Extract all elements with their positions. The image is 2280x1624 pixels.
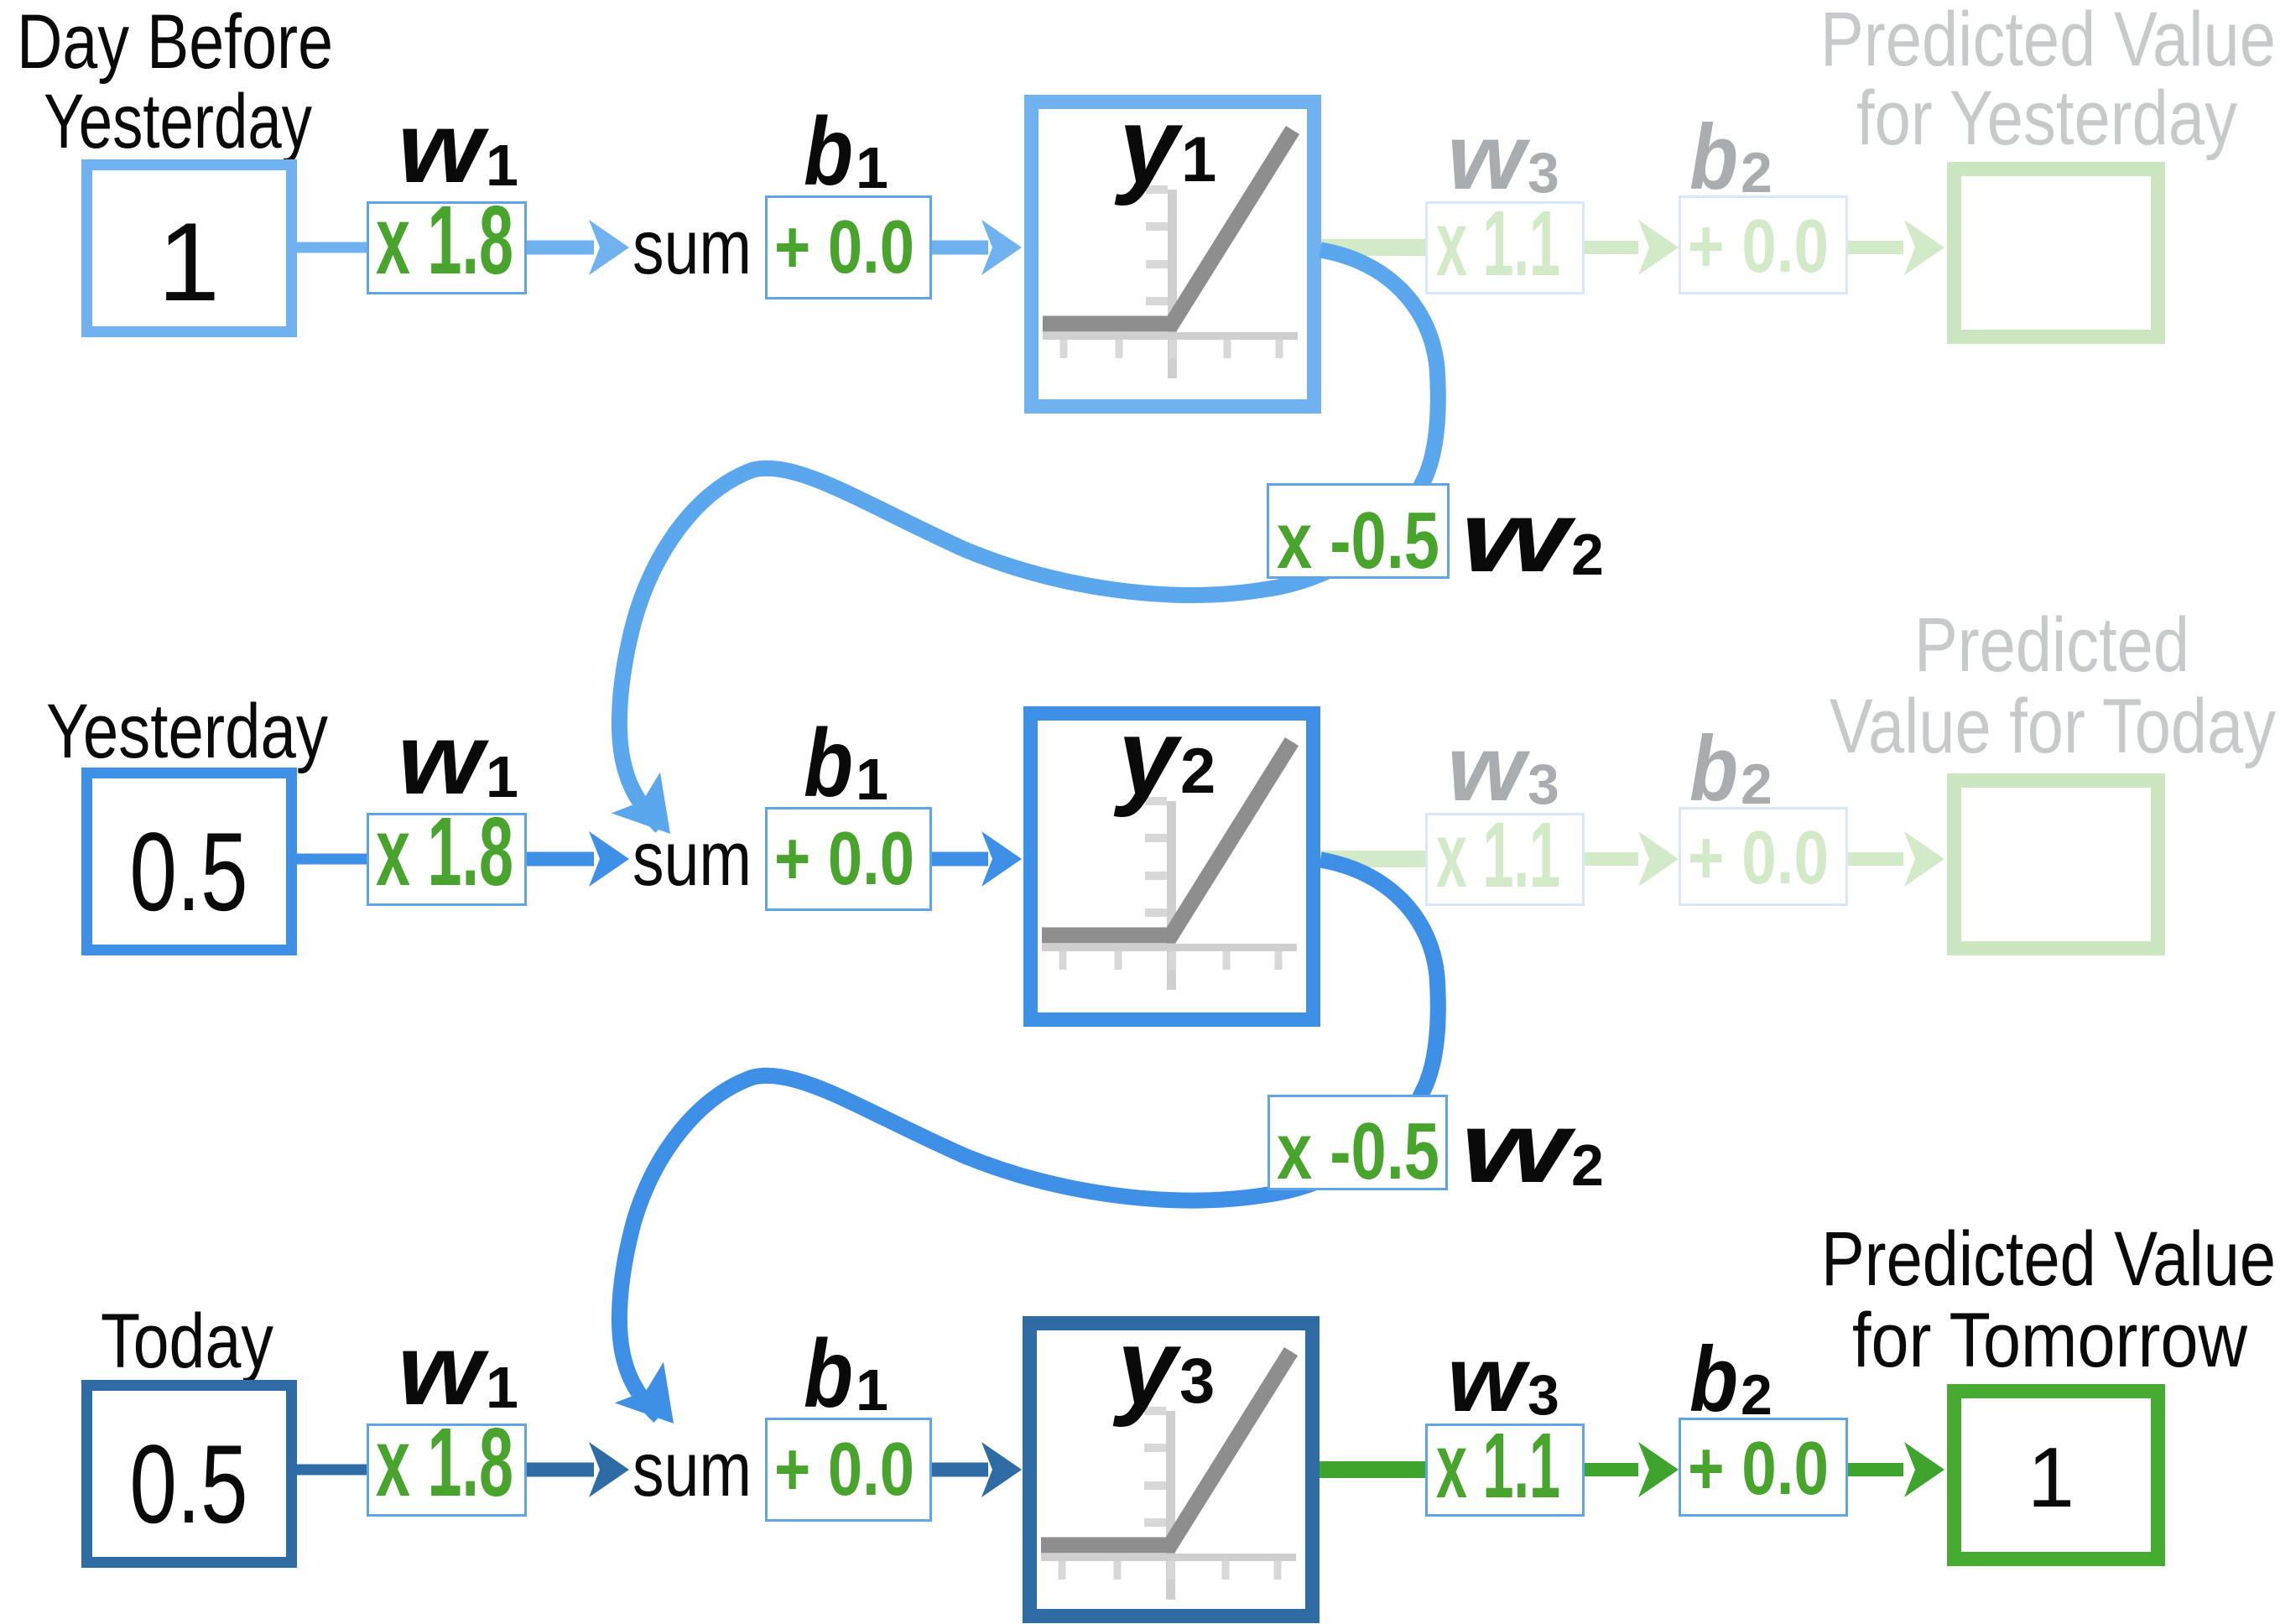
- svg-text:sum: sum: [632, 816, 752, 902]
- svg-text:Yesterday: Yesterday: [46, 689, 328, 774]
- svg-text:sum: sum: [632, 1427, 752, 1512]
- svg-text:x -0.5: x -0.5: [1277, 1106, 1439, 1196]
- svg-text:x 1.8: x 1.8: [376, 185, 513, 294]
- svg-text:1: 1: [158, 200, 220, 325]
- svg-text:b: b: [804, 98, 853, 206]
- svg-text:Yesterday: Yesterday: [44, 79, 312, 164]
- svg-text:+ 0.0: + 0.0: [1688, 1427, 1829, 1511]
- svg-text:w: w: [1460, 481, 1576, 593]
- svg-text:1: 1: [856, 135, 888, 200]
- svg-text:w: w: [1460, 1091, 1576, 1204]
- svg-text:+ 0.0: + 0.0: [774, 1428, 914, 1512]
- svg-text:b: b: [804, 710, 853, 817]
- svg-text:sum: sum: [632, 205, 752, 290]
- svg-text:w: w: [1447, 717, 1531, 820]
- svg-text:b: b: [804, 1320, 853, 1428]
- svg-text:3: 3: [1528, 1363, 1559, 1427]
- svg-text:Predicted: Predicted: [1914, 602, 2189, 688]
- svg-text:+ 0.0: + 0.0: [774, 206, 914, 289]
- svg-text:3: 3: [1528, 752, 1559, 816]
- svg-text:x 1.1: x 1.1: [1436, 1414, 1560, 1517]
- svg-text:2: 2: [1741, 141, 1772, 205]
- svg-text:1: 1: [856, 1357, 888, 1423]
- svg-text:Predicted Value: Predicted Value: [1821, 1216, 2276, 1302]
- svg-text:1: 1: [486, 1355, 518, 1420]
- svg-text:1: 1: [486, 744, 518, 809]
- svg-text:Predicted Value: Predicted Value: [1820, 0, 2276, 82]
- svg-text:3: 3: [1179, 1346, 1215, 1417]
- svg-text:x 1.1: x 1.1: [1436, 804, 1560, 907]
- svg-text:y: y: [1113, 695, 1182, 818]
- svg-text:Today: Today: [101, 1299, 273, 1384]
- svg-text:w: w: [398, 703, 489, 815]
- svg-text:w: w: [1447, 1328, 1531, 1431]
- svg-text:b: b: [1689, 106, 1738, 209]
- svg-text:b: b: [1689, 717, 1738, 820]
- svg-text:2: 2: [1741, 1363, 1772, 1427]
- svg-text:w: w: [398, 91, 489, 204]
- svg-text:+ 0.0: + 0.0: [1688, 205, 1829, 289]
- svg-text:w: w: [398, 1314, 489, 1426]
- svg-text:x -0.5: x -0.5: [1277, 496, 1439, 586]
- svg-text:x 1.8: x 1.8: [376, 797, 513, 906]
- svg-text:1: 1: [2028, 1431, 2074, 1525]
- svg-text:y: y: [1114, 84, 1183, 206]
- svg-text:x 1.8: x 1.8: [376, 1408, 513, 1517]
- svg-text:x 1.1: x 1.1: [1436, 192, 1560, 295]
- svg-text:w: w: [1447, 106, 1531, 209]
- svg-text:y: y: [1112, 1305, 1181, 1428]
- svg-text:for Yesterday: for Yesterday: [1856, 75, 2237, 161]
- svg-text:2: 2: [1571, 1132, 1604, 1198]
- svg-text:0.5: 0.5: [130, 1423, 248, 1547]
- svg-text:2: 2: [1741, 752, 1772, 816]
- svg-text:for Tomorrow: for Tomorrow: [1852, 1298, 2247, 1383]
- svg-text:1: 1: [856, 747, 888, 812]
- svg-text:Day Before: Day Before: [17, 0, 333, 85]
- svg-text:+ 0.0: + 0.0: [774, 817, 914, 901]
- svg-text:0.5: 0.5: [130, 810, 248, 934]
- svg-text:1: 1: [1181, 124, 1216, 195]
- svg-text:2: 2: [1180, 736, 1215, 807]
- svg-text:1: 1: [486, 133, 518, 198]
- svg-text:b: b: [1689, 1328, 1738, 1431]
- svg-text:Value for Today: Value for Today: [1830, 684, 2276, 769]
- svg-text:3: 3: [1528, 141, 1559, 205]
- svg-text:+ 0.0: + 0.0: [1688, 816, 1829, 900]
- svg-text:2: 2: [1571, 522, 1604, 587]
